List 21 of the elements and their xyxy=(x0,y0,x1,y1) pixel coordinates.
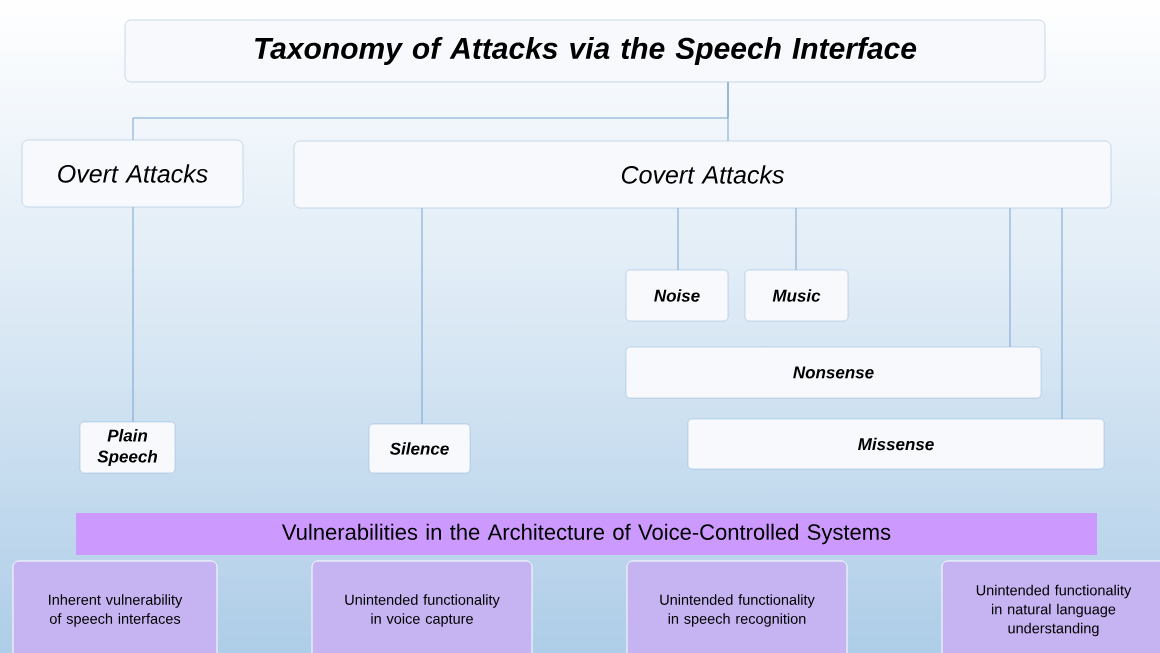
vulnerability-box: Unintended functionality in speech recognition xyxy=(626,560,848,653)
connector xyxy=(727,81,729,142)
attack-box: Music xyxy=(744,269,849,322)
vulnerability-box: Unintended functionality in natural language understanding xyxy=(941,560,1160,653)
connector xyxy=(1061,207,1063,420)
attack-box: Silence xyxy=(368,423,471,474)
connector xyxy=(421,207,423,425)
connector xyxy=(1009,207,1011,348)
connector xyxy=(677,207,679,271)
connector xyxy=(132,206,134,423)
category-box: Covert Attacks xyxy=(293,140,1112,209)
vulnerability-box: Inherent vulnerability of speech interfaces xyxy=(12,560,218,653)
heading-band: Vulnerabilities in the Architecture of Voice-Controlled Systems xyxy=(76,513,1097,555)
connector xyxy=(795,207,797,271)
title-box: Taxonomy of Attacks via the Speech Interface xyxy=(124,19,1046,83)
attack-box: Noise xyxy=(625,269,729,322)
attack-box: Missense xyxy=(687,418,1105,470)
vulnerability-box: Unintended functionality in voice capture xyxy=(311,560,533,653)
attack-box: Nonsense xyxy=(625,346,1042,399)
attack-box: Plain Speech xyxy=(79,421,176,474)
category-box: Overt Attacks xyxy=(21,139,244,208)
